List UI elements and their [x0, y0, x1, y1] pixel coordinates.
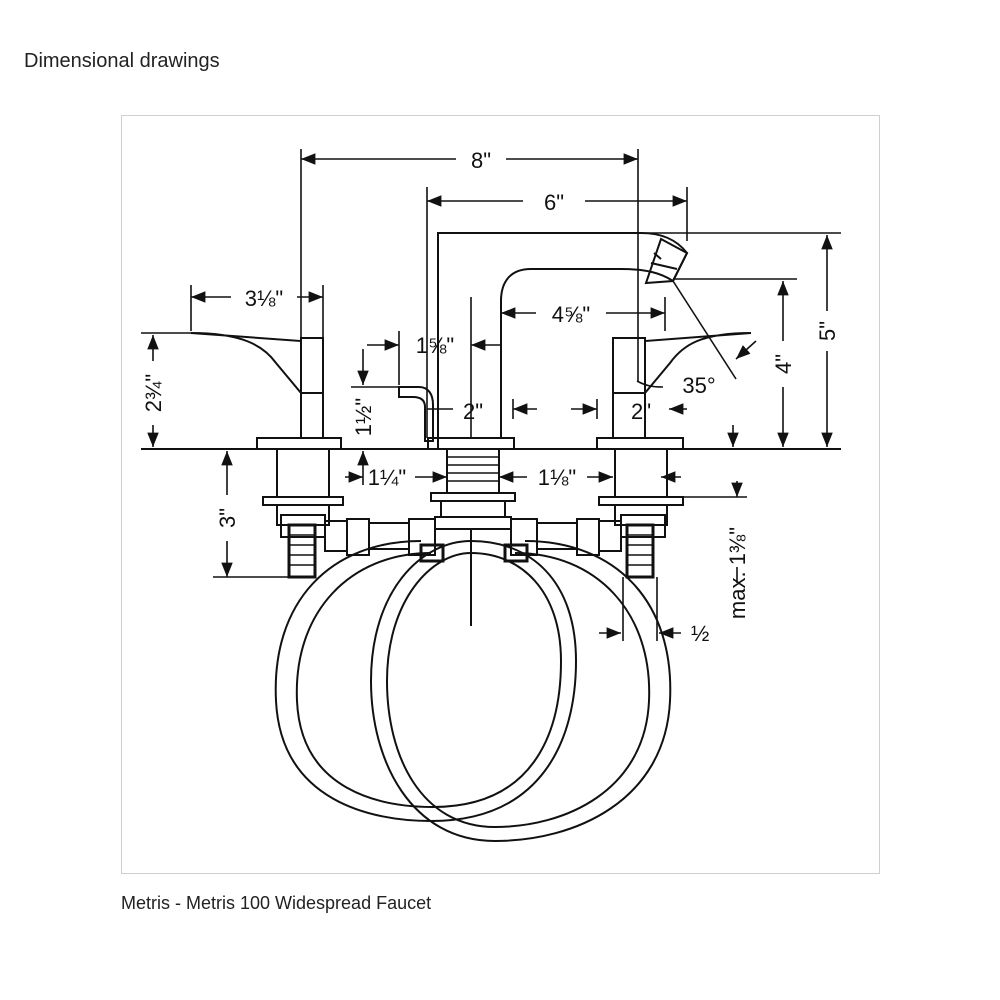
dim-shank-length: 3" — [215, 508, 240, 528]
dim-spout-angle: 35° — [682, 373, 715, 398]
dim-aerator-height: 4" — [771, 354, 796, 374]
dim-spout-reach: 6" — [544, 190, 564, 215]
dim-shank-right: 1⅛" — [538, 465, 576, 490]
dimension-lines — [141, 149, 841, 641]
dim-escutcheon-center-2: 2" — [631, 399, 651, 424]
dim-spout-neck: 4⅝" — [552, 302, 590, 327]
supply-hoses — [274, 540, 672, 843]
dim-overall-width: 8" — [471, 148, 491, 173]
dim-overall-height: 5" — [815, 321, 840, 341]
left-handle-valve — [190, 332, 344, 579]
drawing-caption: Metris - Metris 100 Widespread Faucet — [121, 893, 432, 913]
supply-connectors — [324, 518, 622, 563]
dim-handle-length: 3⅛" — [245, 286, 283, 311]
dim-supply-offset: ½ — [691, 621, 709, 646]
dim-popup-offset: 1⅝" — [416, 333, 454, 358]
dim-escutcheon-center-1: 2" — [463, 399, 483, 424]
dim-deck-thickness: max. 1⅜" — [725, 527, 750, 619]
dimension-labels: 8" 6" 3⅛" 4⅝" 1⅝" 2" 2" 35° 1¼" 1⅛" ½ 2¾… — [141, 148, 840, 646]
dim-popup-height: 1½" — [351, 398, 376, 436]
page-heading: Dimensional drawings — [24, 50, 220, 72]
faucet-dimensional-drawing: 8" 6" 3⅛" 4⅝" 1⅝" 2" 2" 35° 1¼" 1⅛" ½ 2¾… — [141, 148, 841, 843]
dim-handle-height: 2¾" — [141, 374, 166, 412]
dim-shank-left: 1¼" — [368, 465, 406, 490]
drawing-frame: 8" 6" 3⅛" 4⅝" 1⅝" 2" 2" 35° 1¼" 1⅛" ½ 2¾… — [121, 115, 880, 874]
